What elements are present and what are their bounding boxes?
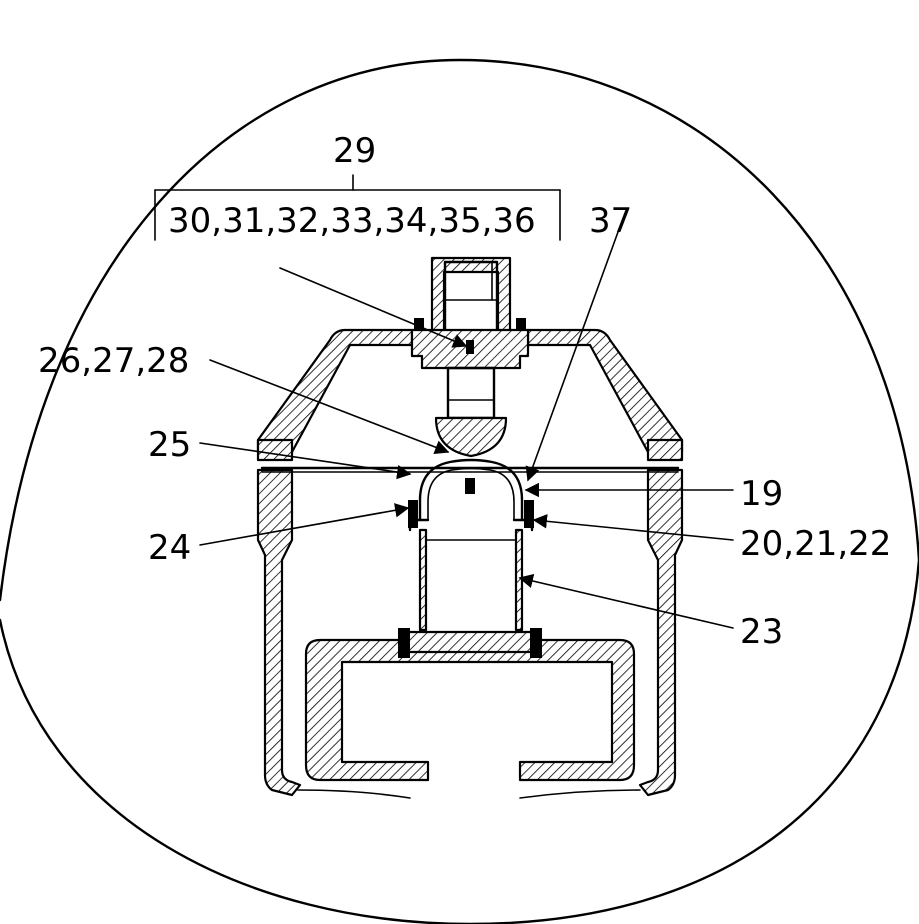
detail-circle bbox=[0, 58, 919, 924]
label-29: 29 bbox=[333, 131, 376, 171]
label-19: 19 bbox=[740, 474, 783, 514]
label-26-28: 26,27,28 bbox=[38, 341, 189, 381]
leader-lines bbox=[154, 174, 734, 629]
label-37: 37 bbox=[589, 201, 632, 241]
inner-element bbox=[408, 458, 534, 532]
label-30-36: 30,31,32,33,34,35,36 bbox=[168, 201, 536, 241]
label-23: 23 bbox=[740, 612, 783, 652]
label-24: 24 bbox=[148, 528, 191, 568]
top-fitting bbox=[410, 256, 530, 458]
lower-carriage bbox=[297, 628, 641, 799]
column-tube bbox=[418, 528, 524, 632]
label-25: 25 bbox=[148, 425, 191, 465]
label-20-22: 20,21,22 bbox=[740, 524, 891, 564]
